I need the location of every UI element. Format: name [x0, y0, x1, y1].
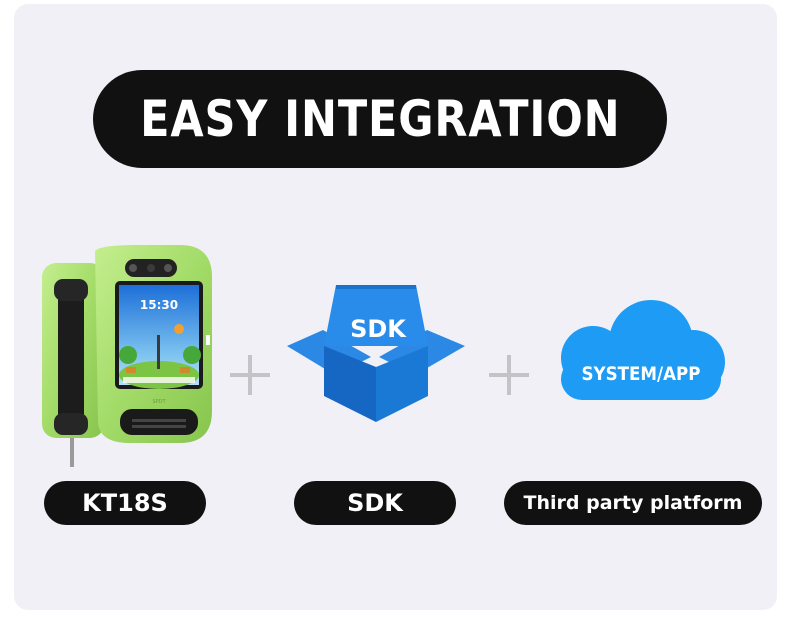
device-brand-mark: SPDT — [152, 399, 166, 405]
sdk-box-text: SDK — [350, 315, 407, 343]
platform-label-pill: Third party platform — [504, 481, 762, 525]
device-clock: 15:30 — [140, 298, 178, 312]
kt18s-device-image: 15:30 SPDT — [40, 243, 215, 468]
device-label: KT18S — [82, 489, 168, 517]
sdk-label-pill: SDK — [294, 481, 456, 525]
phone-device-icon: 15:30 SPDT — [42, 245, 212, 467]
sdk-label: SDK — [347, 489, 403, 517]
cloud-text: SYSTEM/APP — [581, 363, 700, 385]
headline-text: EASY INTEGRATION — [139, 90, 621, 148]
platform-label: Third party platform — [523, 492, 743, 514]
box-icon: SDK — [287, 285, 465, 422]
plus-icon — [489, 355, 529, 395]
cloud-icon: SYSTEM/APP — [561, 300, 725, 400]
sdk-box-image: SDK — [287, 285, 465, 422]
device-label-pill: KT18S — [44, 481, 206, 525]
headline-banner: EASY INTEGRATION — [93, 70, 667, 168]
system-app-cloud-image: SYSTEM/APP — [553, 300, 727, 402]
plus-icon — [230, 355, 270, 395]
